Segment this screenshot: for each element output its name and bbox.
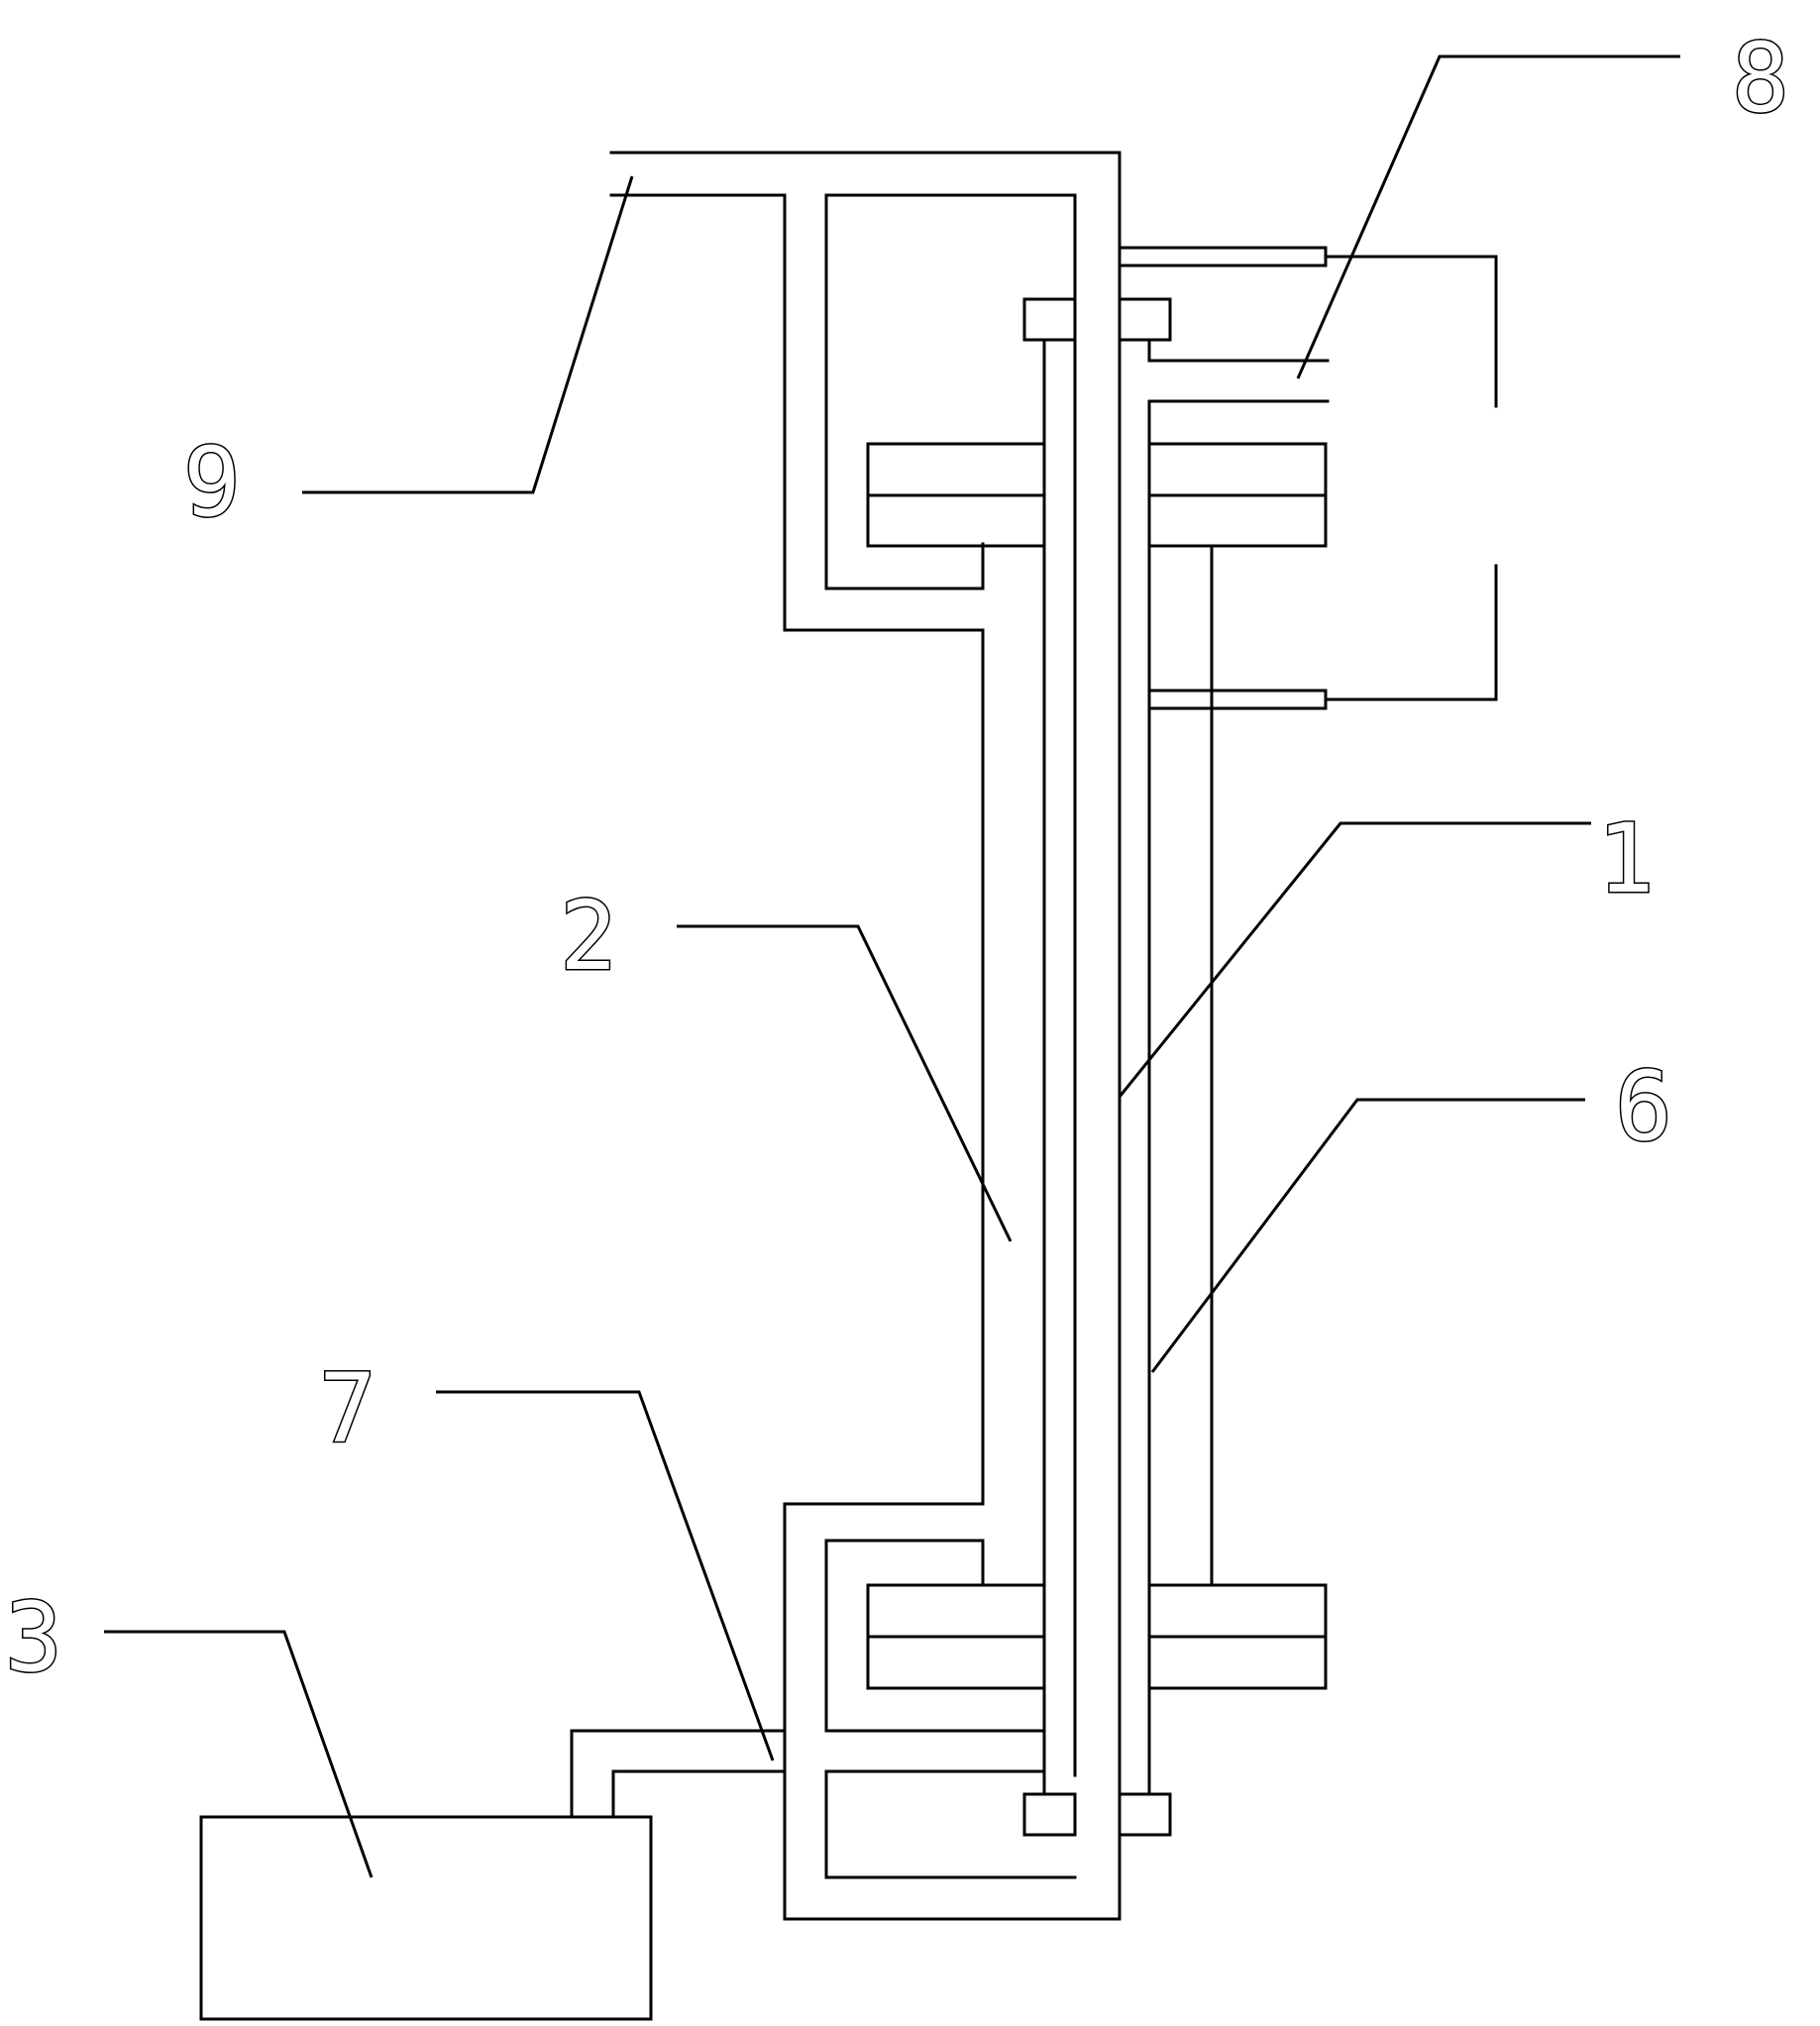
label-9: 9 bbox=[183, 427, 241, 538]
callout-labels: 9 8 1 2 6 7 3 bbox=[4, 22, 1791, 1695]
leader-2 bbox=[677, 924, 1013, 1242]
leader-7 bbox=[436, 1390, 775, 1761]
upper-chamber bbox=[824, 193, 1077, 1777]
inner-shaft-1 bbox=[1042, 338, 1151, 1796]
leader-lines bbox=[104, 54, 1680, 1878]
leader-8 bbox=[1296, 54, 1680, 379]
top-flange bbox=[1022, 297, 1330, 403]
label-7: 7 bbox=[319, 1353, 376, 1464]
label-1: 1 bbox=[1597, 803, 1655, 914]
leader-1 bbox=[1118, 821, 1591, 1098]
label-3: 3 bbox=[5, 1582, 62, 1693]
leader-9 bbox=[302, 175, 634, 494]
lower-chamber bbox=[824, 1539, 1077, 1879]
side-bracket-8 bbox=[1118, 246, 1498, 710]
label-8: 8 bbox=[1732, 23, 1789, 134]
leader-3 bbox=[104, 1630, 374, 1878]
lower-bearing-blocks bbox=[866, 1583, 1328, 1690]
outer-frame bbox=[609, 151, 1122, 1921]
upper-bearing-blocks bbox=[866, 442, 1328, 548]
tank-3 bbox=[199, 1729, 787, 2021]
label-2: 2 bbox=[560, 881, 617, 992]
bottom-flange bbox=[1022, 1792, 1172, 1837]
leader-6 bbox=[1150, 1098, 1585, 1373]
label-6: 6 bbox=[1615, 1051, 1672, 1162]
